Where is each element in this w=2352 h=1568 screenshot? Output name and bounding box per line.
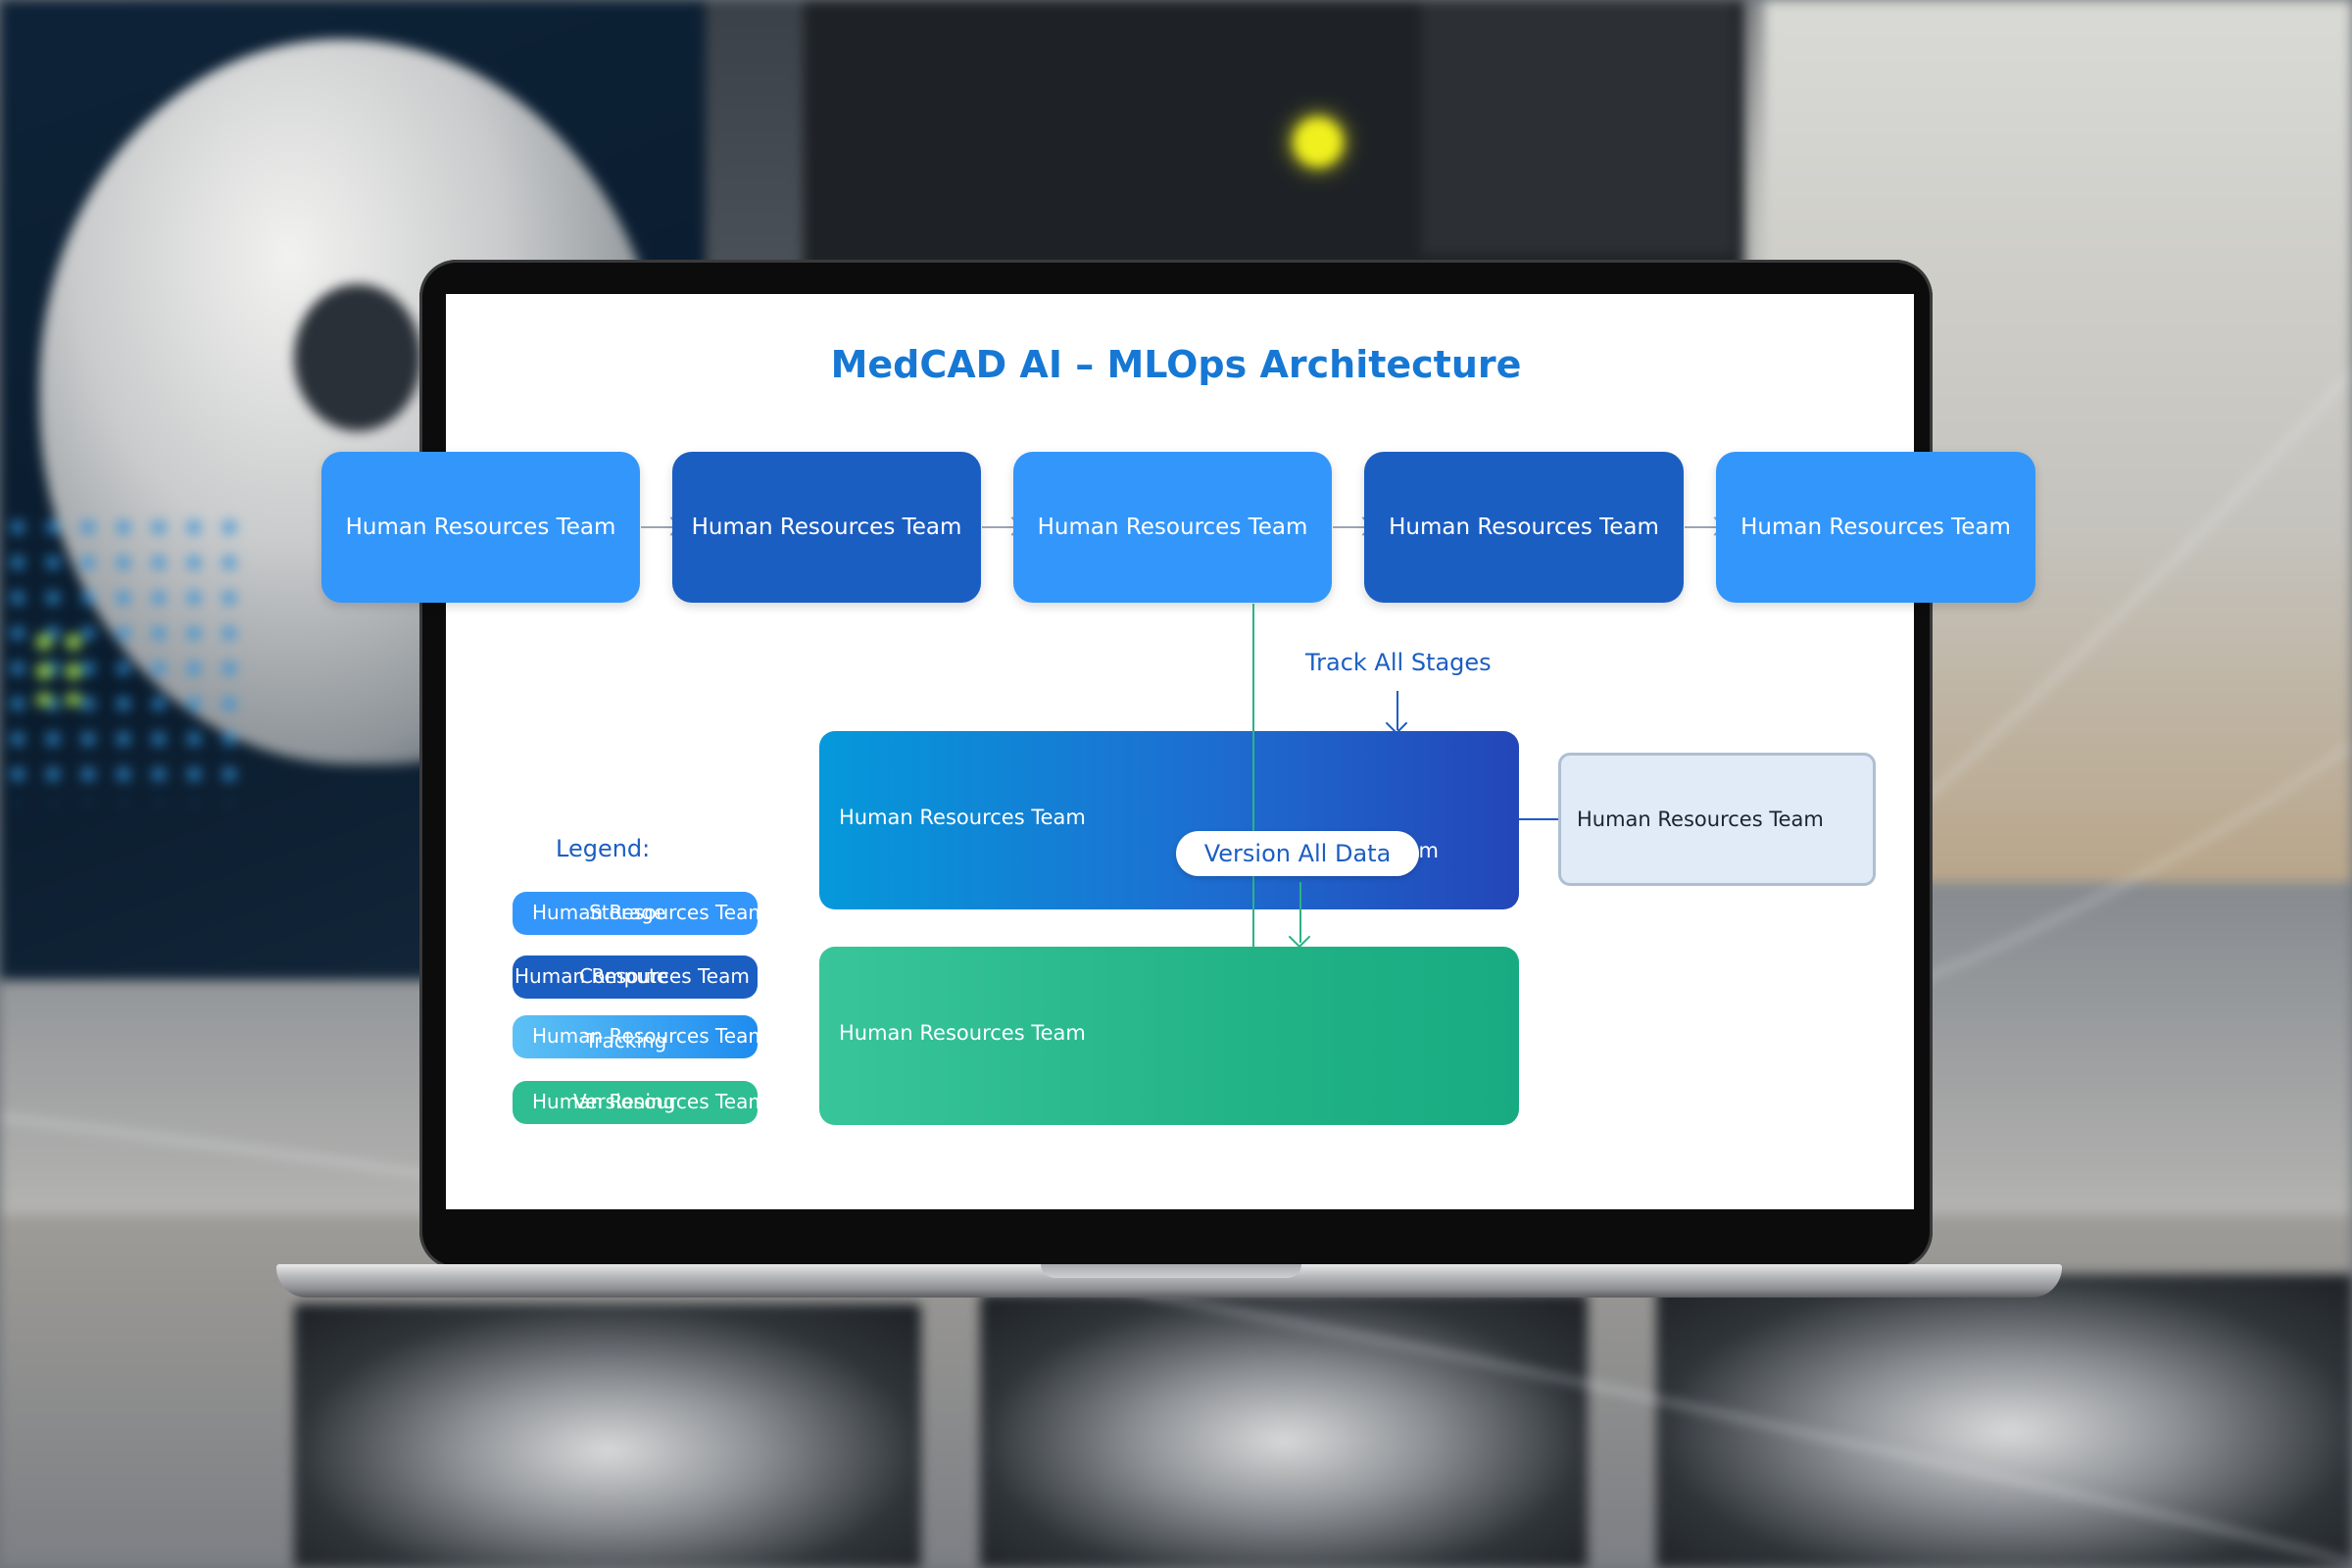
pipeline-node-5[interactable]: Human Resources Team [1716,452,2035,603]
pipeline-node-label: Human Resources Team [1389,514,1659,540]
legend-item-versioning: Human Resources Team Versioning [513,1081,758,1124]
pipeline-node-label: Human Resources Team [345,514,616,540]
pipeline-node-2[interactable]: Human Resources Team [672,452,981,603]
legend-item-storage: Human Resources Team Storage [513,892,758,935]
laptop-notch [1041,1264,1301,1278]
tracking-box[interactable]: Human Resources Team m [819,731,1519,909]
track-connector [1396,691,1398,730]
side-box-label: Human Resources Team [1577,808,1824,831]
pipeline-node-4[interactable]: Human Resources Team [1364,452,1684,603]
legend-item-overlay: Compute [579,964,669,988]
pipeline-node-label: Human Resources Team [691,514,962,540]
diagram-title: MedCAD AI – MLOps Architecture [830,343,1522,386]
pipeline-node-1[interactable]: Human Resources Team [321,452,640,603]
arrow-right-icon [1685,526,1720,528]
arrow-right-icon [641,526,676,528]
legend-item-overlay: Storage [589,901,666,924]
versioning-box-label: Human Resources Team [839,1021,1086,1045]
legend-title: Legend: [556,835,651,862]
legend-item-text: Human Resources Team [532,1024,758,1048]
tracking-box-label-tail: m [1418,839,1439,862]
version-connector [1252,604,1254,947]
track-all-stages-label: Track All Stages [1305,649,1492,676]
legend-item-overlay: Tracking [585,1029,667,1053]
legend-item-overlay: Versioning [573,1090,676,1113]
tracking-box-label: Human Resources Team [839,806,1086,829]
legend-item-text: Human Resources Team [532,901,758,924]
pipeline-node-3[interactable]: Human Resources Team [1013,452,1332,603]
arrow-right-icon [982,526,1017,528]
side-box[interactable]: Human Resources Team [1558,753,1876,886]
legend-item-compute: Human Resources Team Compute [513,956,758,999]
version-all-data-label: Version All Data [1176,831,1419,876]
pipeline-node-label: Human Resources Team [1740,514,2011,540]
pipeline-node-label: Human Resources Team [1037,514,1308,540]
version-connector-lower [1299,882,1301,943]
legend-item-text: Human Resources Team [532,1090,758,1113]
side-connector [1519,818,1558,820]
versioning-box[interactable]: Human Resources Team [819,947,1519,1125]
legend-item-tracking: Human Resources Team Tracking [513,1015,758,1058]
legend-item-text: Human Resources Team [514,964,750,988]
arrow-right-icon [1333,526,1368,528]
